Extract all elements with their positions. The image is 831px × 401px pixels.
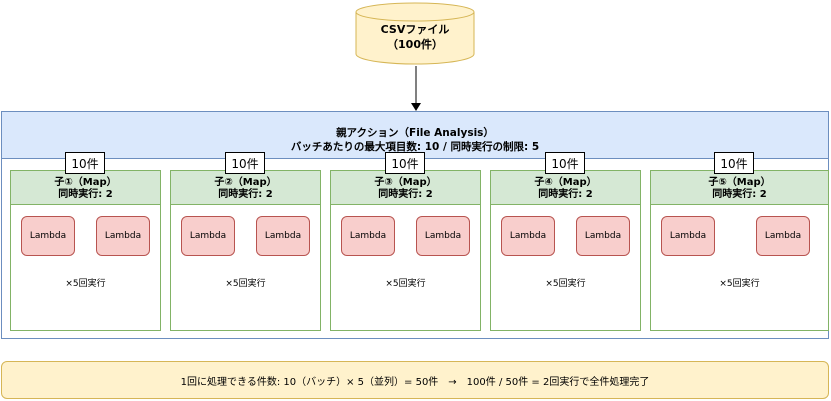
lambda-node: Lambda bbox=[341, 216, 395, 256]
lambda-node: Lambda bbox=[661, 216, 715, 256]
parent-action-title: 親アクション（File Analysis） bbox=[336, 127, 494, 139]
child-map-title: 子①（Map） bbox=[54, 177, 117, 188]
child-map-3: 子③（Map） 同時実行: 2 Lambda Lambda ×5回実行 bbox=[330, 170, 481, 331]
run-count: ×5回実行 bbox=[65, 279, 106, 289]
csv-file-label: CSVファイル bbox=[380, 23, 450, 36]
lambda-node: Lambda bbox=[181, 216, 235, 256]
child-map-title: 子④（Map） bbox=[534, 177, 597, 188]
lambda-node: Lambda bbox=[21, 216, 75, 256]
run-count: ×5回実行 bbox=[225, 279, 266, 289]
summary-note: 1回に処理できる件数: 10（バッチ）× 5（並列）= 50件 → 100件 /… bbox=[1, 361, 829, 399]
child-map-title: 子②（Map） bbox=[214, 177, 277, 188]
child-map-concurrency: 同時実行: 2 bbox=[58, 189, 113, 200]
child-map-concurrency: 同時実行: 2 bbox=[712, 189, 767, 200]
child-map-header: 子⑤（Map） 同時実行: 2 bbox=[651, 171, 828, 205]
lambda-node: Lambda bbox=[96, 216, 150, 256]
parent-action-header: 親アクション（File Analysis） バッチあたりの最大項目数: 10 /… bbox=[1, 111, 829, 159]
child-map-concurrency: 同時実行: 2 bbox=[378, 189, 433, 200]
database-icon bbox=[355, 2, 475, 65]
lambda-node: Lambda bbox=[416, 216, 470, 256]
csv-file-count: （100件） bbox=[387, 38, 443, 51]
batch-size-badge: 10件 bbox=[65, 152, 105, 174]
child-map-header: 子②（Map） 同時実行: 2 bbox=[171, 171, 320, 205]
lambda-node: Lambda bbox=[256, 216, 310, 256]
child-map-title: 子③（Map） bbox=[374, 177, 437, 188]
child-map-header: 子③（Map） 同時実行: 2 bbox=[331, 171, 480, 205]
run-count: ×5回実行 bbox=[719, 279, 760, 289]
batch-size-badge: 10件 bbox=[714, 152, 754, 174]
run-count: ×5回実行 bbox=[385, 279, 426, 289]
batch-size-badge: 10件 bbox=[385, 152, 425, 174]
child-map-2: 子②（Map） 同時実行: 2 Lambda Lambda ×5回実行 bbox=[170, 170, 321, 331]
child-map-concurrency: 同時実行: 2 bbox=[218, 189, 273, 200]
run-count: ×5回実行 bbox=[545, 279, 586, 289]
child-map-title: 子⑤（Map） bbox=[708, 177, 771, 188]
child-map-header: 子④（Map） 同時実行: 2 bbox=[491, 171, 640, 205]
csv-file-node: CSVファイル （100件） bbox=[355, 2, 475, 66]
lambda-node: Lambda bbox=[756, 216, 810, 256]
child-map-5: 子⑤（Map） 同時実行: 2 Lambda Lambda ×5回実行 bbox=[650, 170, 829, 331]
child-map-1: 子①（Map） 同時実行: 2 Lambda Lambda ×5回実行 bbox=[10, 170, 161, 331]
batch-size-badge: 10件 bbox=[545, 152, 585, 174]
parent-action-subtitle: バッチあたりの最大項目数: 10 / 同時実行の制限: 5 bbox=[290, 141, 540, 153]
lambda-node: Lambda bbox=[501, 216, 555, 256]
child-map-4: 子④（Map） 同時実行: 2 Lambda Lambda ×5回実行 bbox=[490, 170, 641, 331]
child-map-concurrency: 同時実行: 2 bbox=[538, 189, 593, 200]
batch-size-badge: 10件 bbox=[225, 152, 265, 174]
flow-arrow bbox=[411, 66, 421, 111]
lambda-node: Lambda bbox=[576, 216, 630, 256]
child-map-header: 子①（Map） 同時実行: 2 bbox=[11, 171, 160, 205]
